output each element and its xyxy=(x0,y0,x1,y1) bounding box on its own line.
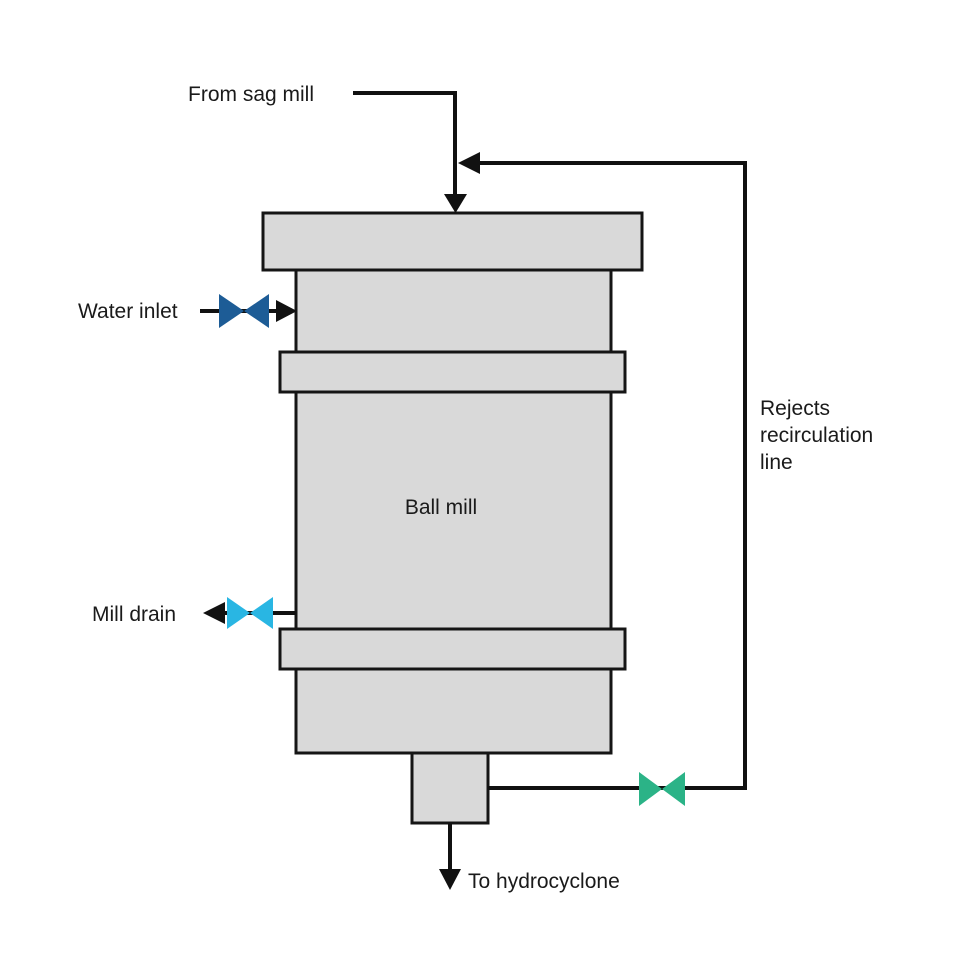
vessel-main-body xyxy=(294,390,613,631)
rejects-valve-icon xyxy=(639,772,685,806)
vessel-lower-flange xyxy=(278,627,627,671)
outlet-arrowhead-icon xyxy=(439,869,461,890)
vessel-top-cap xyxy=(261,211,644,272)
feed-arrowhead-icon xyxy=(444,194,467,213)
valve-right-triangle xyxy=(250,597,273,629)
valve-right-triangle xyxy=(662,772,685,806)
recycle-arrowhead-icon xyxy=(458,152,480,174)
water-inlet-arrowhead-icon xyxy=(276,300,297,322)
label-ball-mill: Ball mill xyxy=(405,496,477,519)
label-rejects-line-1: Rejects xyxy=(760,397,830,420)
vessel-outlet-nozzle xyxy=(410,751,490,825)
vessel-lower-body xyxy=(294,667,613,755)
vessel-upper-flange xyxy=(278,350,627,394)
label-rejects-line-2: recirculation xyxy=(760,424,873,447)
label-to-hydrocyclone: To hydrocyclone xyxy=(468,870,620,893)
label-rejects-recirculation: Rejects recirculation line xyxy=(760,397,873,474)
rejects-recirculation-line xyxy=(478,161,747,790)
feed-line xyxy=(353,91,457,200)
valve-left-triangle xyxy=(639,772,662,806)
valve-right-triangle xyxy=(244,294,269,328)
label-from-sag-mill: From sag mill xyxy=(188,83,314,106)
label-mill-drain: Mill drain xyxy=(92,603,176,626)
label-rejects-line-3: line xyxy=(760,451,793,474)
water-inlet-valve-icon xyxy=(219,294,269,328)
valve-left-triangle xyxy=(227,597,250,629)
vessel-upper-body xyxy=(294,268,613,354)
label-water-inlet: Water inlet xyxy=(78,300,178,323)
valve-left-triangle xyxy=(219,294,244,328)
mill-drain-valve-icon xyxy=(227,597,273,629)
flow-arrowheads xyxy=(203,152,480,890)
ball-mill-vessel xyxy=(261,211,644,825)
mill-drain-arrowhead-icon xyxy=(203,602,225,624)
